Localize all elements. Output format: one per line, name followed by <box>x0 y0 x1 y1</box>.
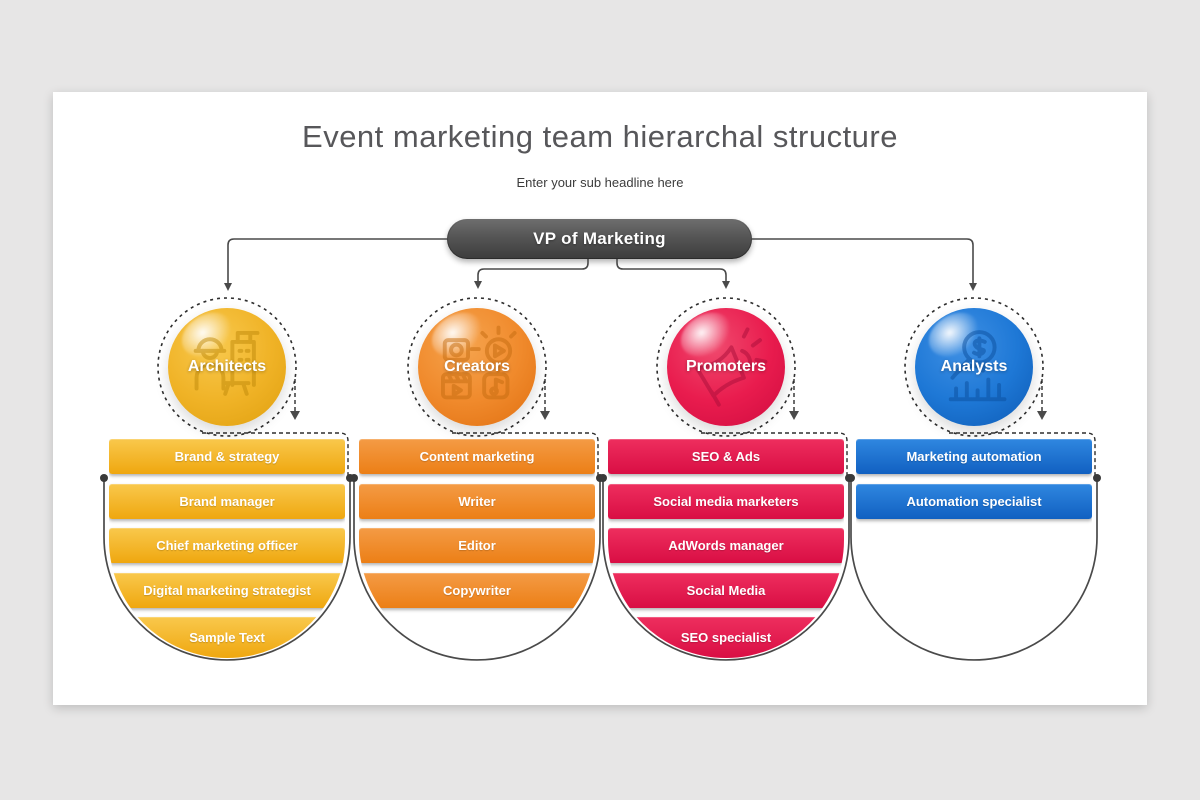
list-item[interactable]: Brand & strategy <box>109 439 345 474</box>
media-content-icon <box>434 324 520 410</box>
curve-endpoint-dot <box>100 474 108 482</box>
circle-label: Analysts <box>940 358 1008 375</box>
list-item-label: Social Media <box>686 582 766 598</box>
curve-endpoint-dot <box>350 474 358 482</box>
slide-subtitle: Enter your sub headline here <box>516 175 684 190</box>
list-item-label: AdWords manager <box>668 538 784 554</box>
list-item-label: Automation specialist <box>906 493 1042 509</box>
bottom-curve <box>602 478 850 661</box>
list-item[interactable]: Brand manager <box>109 483 345 519</box>
dashed-ring <box>656 297 796 437</box>
curve-endpoint-dot <box>847 474 855 482</box>
list-item[interactable]: AdWords manager <box>608 528 844 564</box>
curve-endpoint-dot <box>1093 474 1101 482</box>
bottom-curve <box>103 478 351 661</box>
list-item[interactable]: Automation specialist <box>856 483 1092 519</box>
circle-label: Promoters <box>685 358 767 375</box>
branch-decoration <box>350 297 604 661</box>
arrowhead-icon <box>540 411 550 420</box>
branch-decoration <box>847 297 1101 661</box>
creators-circle[interactable]: Creators <box>418 303 536 426</box>
megaphone-icon <box>683 324 769 410</box>
list-item-label: Digital marketing strategist <box>143 582 311 598</box>
construction-worker-building-icon <box>184 324 270 410</box>
dashed-outline <box>949 432 1096 476</box>
list-item[interactable]: SEO & Ads <box>608 439 844 474</box>
bottom-curve <box>353 478 601 661</box>
architects-circle[interactable]: Architects <box>168 303 286 426</box>
circle-label: Creators <box>444 358 510 375</box>
analytics-magnifier-icon <box>931 324 1017 410</box>
dashed-ring <box>407 297 547 437</box>
dashed-outline <box>202 432 349 476</box>
arrowhead-icon <box>290 411 300 420</box>
list-item-label: Chief marketing officer <box>156 538 298 554</box>
arrowhead-icon <box>1037 411 1047 420</box>
slide-canvas: Event marketing team hierarchal structur… <box>53 92 1147 705</box>
branch-decoration <box>100 297 354 661</box>
bottom-curve <box>850 478 1098 661</box>
curve-endpoint-dot <box>599 474 607 482</box>
list-item-label: Sample Text <box>189 630 265 646</box>
list-item-label: Social media marketers <box>653 493 799 509</box>
dashed-outline <box>452 432 599 476</box>
list-item-label: Writer <box>458 493 496 509</box>
slide-title: Event marketing team hierarchal structur… <box>302 119 898 154</box>
list-item[interactable]: Social media marketers <box>608 483 844 519</box>
list-item-label: Copywriter <box>443 582 511 598</box>
root-node-label: VP of Marketing <box>533 229 666 248</box>
root-node-vp-of-marketing[interactable]: VP of Marketing <box>447 219 752 259</box>
list-item[interactable]: Writer <box>359 483 595 519</box>
analysts-circle[interactable]: Analysts <box>915 303 1033 426</box>
arrowhead-icon <box>789 411 799 420</box>
list-item-label: Content marketing <box>419 449 535 464</box>
promoters-circle[interactable]: Promoters <box>667 303 785 426</box>
dashed-ring <box>157 297 297 437</box>
list-item-label: SEO & Ads <box>691 449 761 464</box>
list-item-label: Brand & strategy <box>174 449 280 464</box>
dashed-outline <box>701 432 848 476</box>
list-item-label: Editor <box>458 538 496 554</box>
list-item[interactable]: Chief marketing officer <box>109 528 345 564</box>
list-item[interactable]: Editor <box>359 528 595 564</box>
list-item[interactable]: Marketing automation <box>856 439 1092 474</box>
list-item-label: Brand manager <box>179 493 275 509</box>
dashed-ring <box>904 297 1044 437</box>
list-item-label: Marketing automation <box>906 449 1042 464</box>
list-item[interactable]: Digital marketing strategist <box>109 572 345 608</box>
circle-label: Architects <box>187 358 267 375</box>
list-item[interactable]: Copywriter <box>359 572 595 608</box>
list-item-label: SEO specialist <box>680 630 772 646</box>
list-item[interactable]: Content marketing <box>359 439 595 474</box>
list-item[interactable]: Social Media <box>608 572 844 608</box>
